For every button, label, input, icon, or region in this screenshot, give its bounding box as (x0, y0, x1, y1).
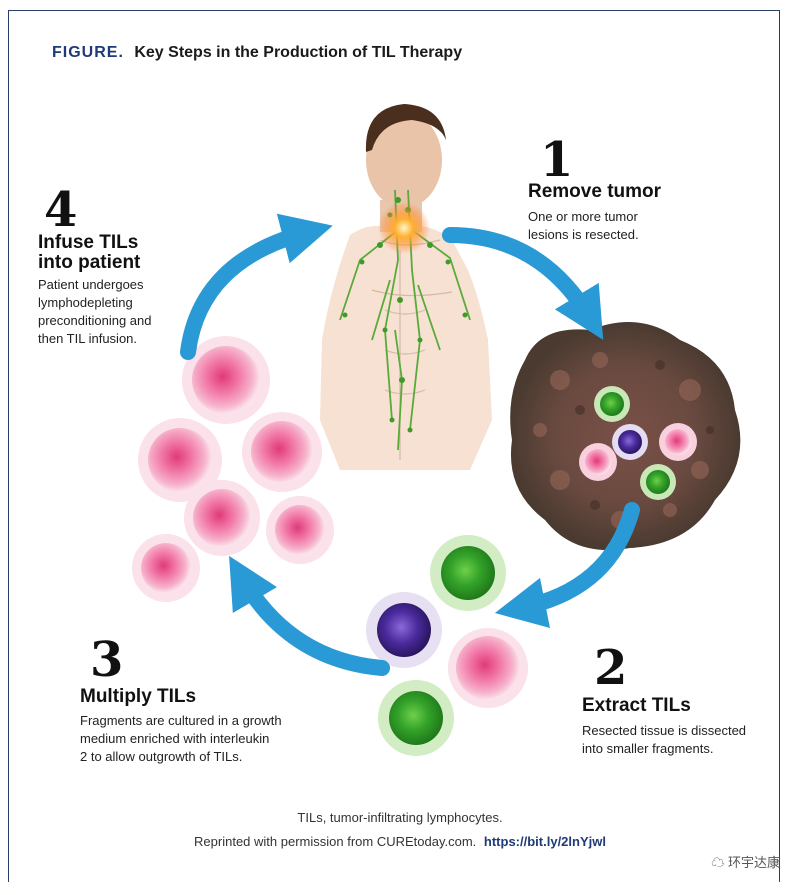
figure-title-text: Key Steps in the Production of TIL Thera… (134, 44, 463, 61)
multiplied-cells (132, 336, 334, 602)
step-1-desc: One or more tumor lesions is resected. (528, 208, 639, 244)
step-4-title: Infuse TILs into patient (38, 233, 140, 273)
credit-line: Reprinted with permission from CUREtoday… (0, 834, 800, 849)
step-1-number: 1 (540, 132, 574, 188)
step-4-desc: Patient undergoes lymphodepleting precon… (38, 276, 151, 348)
arrow-1-to-tumor (442, 227, 604, 340)
figure-label: FIGURE. (52, 44, 124, 61)
extracted-cells (366, 535, 528, 756)
step-1-desc-line: One or more tumor (528, 209, 638, 224)
step-2-number: 2 (594, 640, 628, 696)
step-4-desc-line: preconditioning and (38, 313, 152, 328)
watermark-text: 环宇达康 (727, 855, 780, 870)
tumor-illustration (510, 322, 741, 551)
cycle-arrows (180, 213, 640, 676)
step-4-number: 4 (44, 182, 78, 238)
step-3-number: 3 (90, 632, 124, 688)
step-2-desc-line: Resected tissue is dissected (582, 723, 747, 738)
step-4-desc-line: Patient undergoes (38, 277, 144, 292)
step-3-desc-line: 2 to allow outgrowth of TILs. (80, 749, 243, 764)
arrow-2-to-3 (229, 555, 390, 676)
arrow-tumor-to-2 (494, 502, 640, 629)
arrow-3-to-4 (180, 213, 333, 360)
step-1-desc-line: lesions is resected. (528, 227, 639, 242)
figure-frame (8, 10, 780, 882)
figure-title: FIGURE. Key Steps in the Production of T… (52, 44, 462, 62)
step-3-title: Multiply TILs (80, 686, 197, 707)
watermark: ☁ 环宇达康 (711, 852, 780, 871)
step-3-desc-line: Fragments are cultured in a growth (80, 713, 282, 728)
step-3-desc: Fragments are cultured in a growth mediu… (80, 712, 282, 766)
step-2-desc-line: into smaller fragments. (582, 741, 714, 756)
abbreviation-caption: TILs, tumor-infiltrating lymphocytes. (297, 810, 503, 825)
step-2-desc: Resected tissue is dissected into smalle… (582, 722, 746, 758)
step-4-title-line: Infuse TILs (38, 232, 139, 253)
patient-figure (320, 104, 492, 470)
wechat-icon: ☁ (711, 855, 725, 870)
credit-text: Reprinted with permission from CUREtoday… (194, 834, 477, 849)
step-4-desc-line: then TIL infusion. (38, 331, 138, 346)
step-3-desc-line: medium enriched with interleukin (80, 731, 270, 746)
step-2-title: Extract TILs (582, 695, 691, 716)
step-1-title: Remove tumor (528, 181, 662, 202)
step-4-title-line: into patient (38, 252, 141, 273)
source-link[interactable]: https://bit.ly/2lnYjwl (483, 834, 606, 849)
step-4-desc-line: lymphodepleting (38, 295, 133, 310)
